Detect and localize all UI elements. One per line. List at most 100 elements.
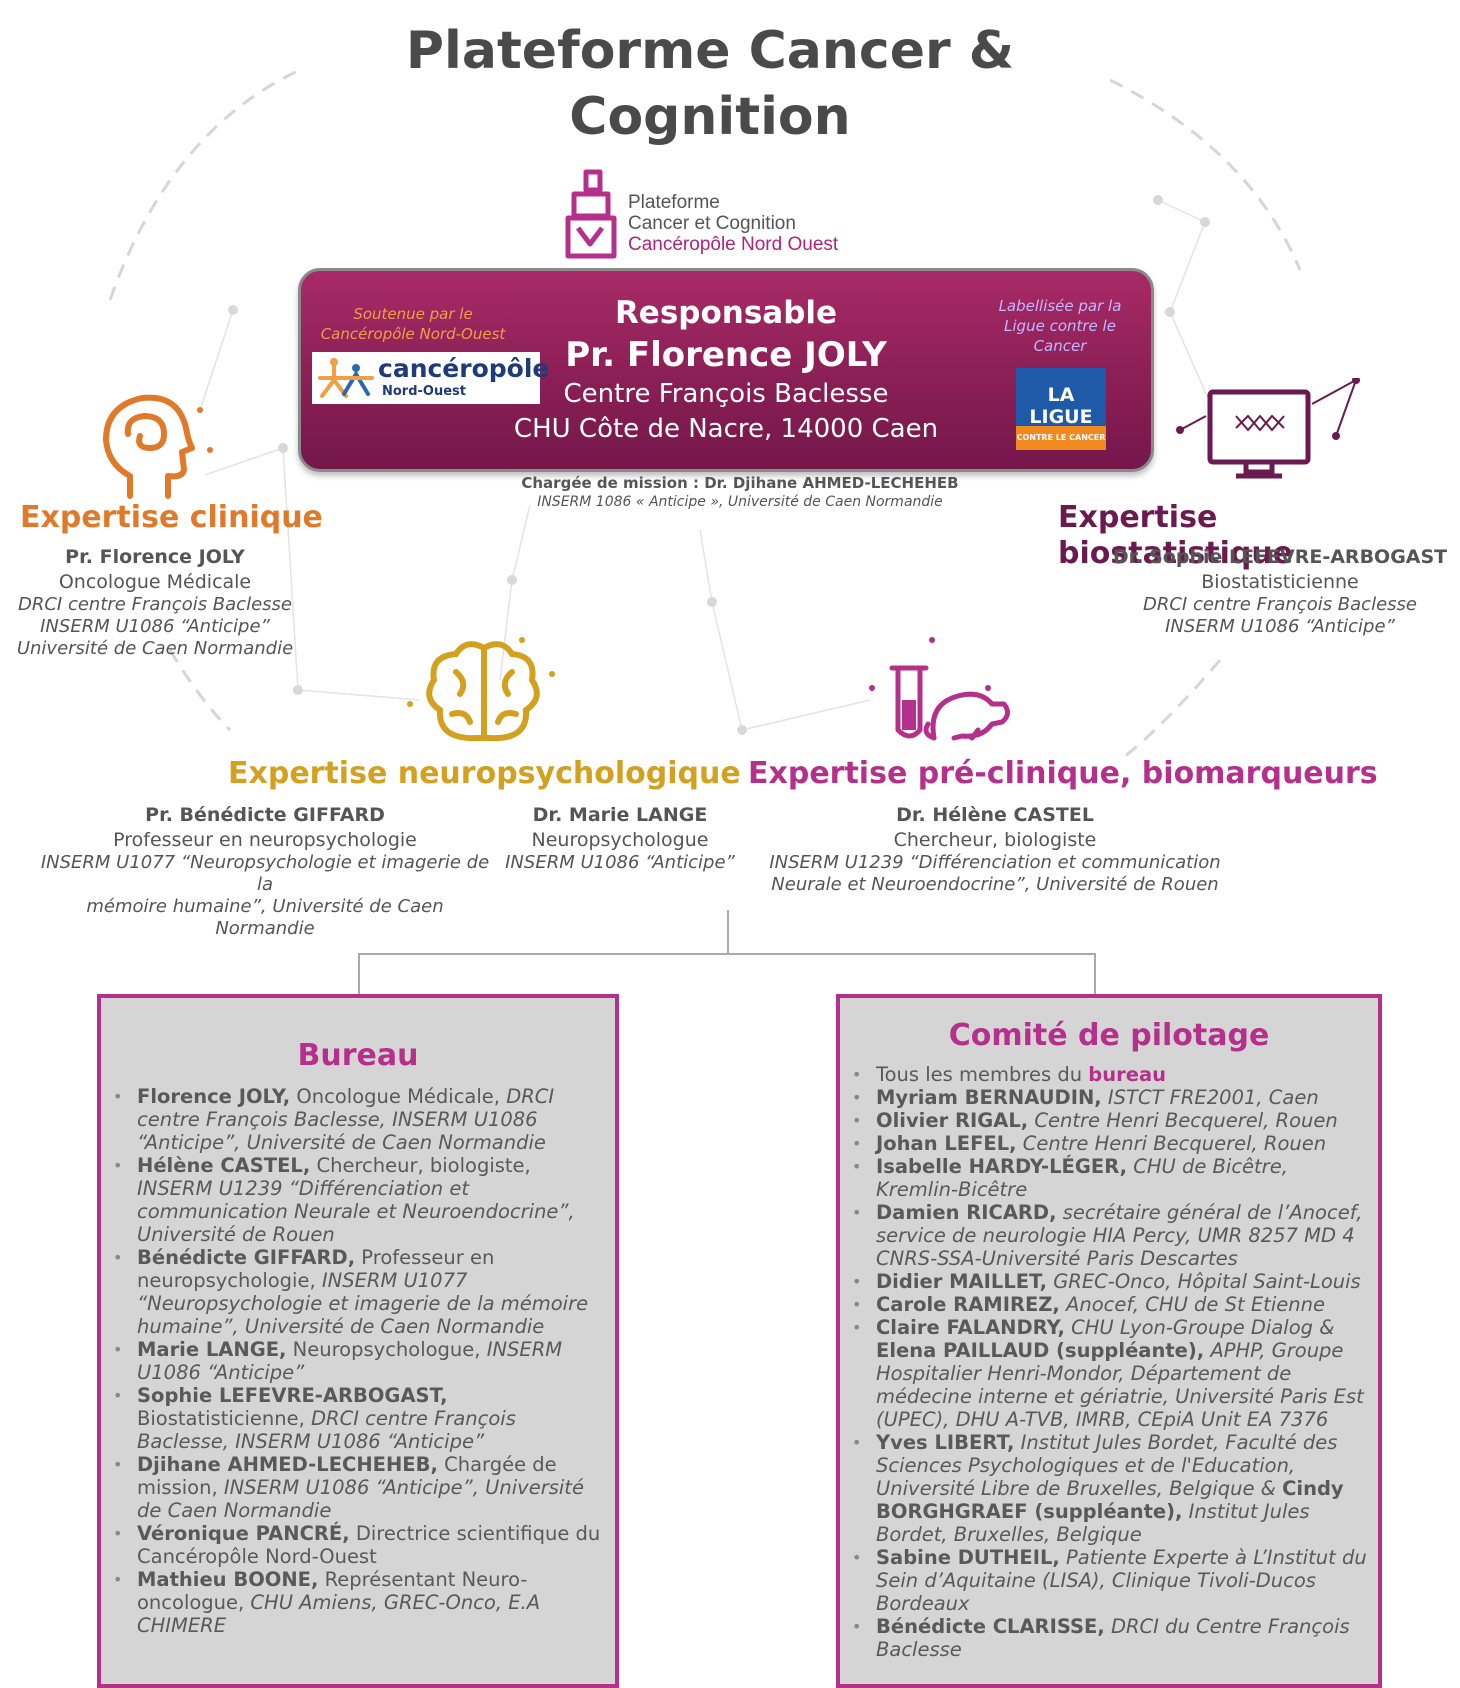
biostat-role: Biostatisticienne: [1201, 571, 1359, 593]
comite-item: Tous les membres du bureau: [840, 1063, 1368, 1086]
soutenue-note: Soutenue par le Cancéropôle Nord-Ouest: [320, 305, 506, 343]
comite-box: Comité de pilotage Tous les membres du b…: [836, 994, 1382, 1688]
member-name: Sabine DUTHEIL,: [876, 1546, 1060, 1569]
member-affiliation: INSERM U1239 “Différenciation et communi…: [137, 1177, 575, 1246]
member-role: Directrice scientifique du Cancéropôle N…: [137, 1522, 601, 1568]
neuro-p1-name: Pr. Bénédicte GIFFARD: [145, 804, 385, 826]
connector-vertical: [727, 910, 729, 954]
member-affiliation: DRCI du Centre François Baclesse: [876, 1615, 1350, 1661]
member-name: Marie LANGE,: [137, 1338, 287, 1361]
member-name: Olivier RIGAL,: [876, 1109, 1029, 1132]
logo-line2: Cancer et Cognition: [628, 213, 796, 234]
banner-heading: Responsable: [614, 295, 838, 331]
comite-item: Sabine DUTHEIL, Patiente Experte à L’Ins…: [840, 1546, 1368, 1615]
clinique-person: Pr. Florence JOLY Oncologue Médicale DRC…: [10, 544, 300, 660]
clinique-aff2: INSERM U1086 “Anticipe”: [40, 616, 270, 637]
member-name: Cindy BORGHGRAEF (suppléante),: [876, 1477, 1344, 1523]
member-name: Yves LIBERT,: [876, 1431, 1015, 1454]
member-role: Chargée de mission,: [137, 1453, 557, 1499]
connector-right: [1094, 953, 1096, 995]
member-affiliation: CHU de Bicêtre, Kremlin-Bicêtre: [876, 1155, 1288, 1201]
preclin-title: Expertise pré-clinique, biomarqueurs: [748, 756, 1378, 791]
member-affiliation: CHU Amiens, GREC-Onco, E.A CHIMERE: [137, 1591, 541, 1637]
comite-item: Carole RAMIREZ, Anocef, CHU de St Etienn…: [840, 1293, 1368, 1316]
labellisee-note: Labellisée par la Ligue contre le Cancer: [998, 297, 1122, 355]
member-affiliation: DRCI centre François Baclesse, INSERM U1…: [137, 1407, 516, 1453]
clinique-aff1: DRCI centre François Baclesse: [18, 594, 292, 615]
bureau-item: Florence JOLY, Oncologue Médicale, DRCI …: [101, 1085, 601, 1154]
bureau-item: Marie LANGE, Neuropsychologue, INSERM U1…: [101, 1338, 601, 1384]
member-role: Chercheur, biologiste,: [310, 1154, 531, 1177]
member-affiliation: CHU Lyon-Groupe Dialog &: [1064, 1316, 1335, 1339]
neuro-p1-role: Professeur en neuropsychologie: [113, 829, 417, 851]
neuro-person1: Pr. Bénédicte GIFFARD Professeur en neur…: [40, 802, 490, 940]
ligue-logo: LA LIGUE CONTRE LE CANCER: [1016, 368, 1106, 450]
body-maze-logo-icon: [565, 169, 617, 259]
biostat-name: Dr. Sophie LEFEVRE-ARBOGAST: [1112, 546, 1448, 568]
bureau-item: Bénédicte GIFFARD, Professeur en neurops…: [101, 1246, 601, 1338]
biostat-aff2: INSERM U1086 “Anticipe”: [1165, 616, 1395, 637]
comite-item: Claire FALANDRY, CHU Lyon-Groupe Dialog …: [840, 1316, 1368, 1431]
bureau-item: Hélène CASTEL, Chercheur, biologiste, IN…: [101, 1154, 601, 1246]
head-brain-icon: [103, 394, 213, 499]
connector-horizontal: [358, 953, 1096, 955]
bureau-item: Djihane AHMED-LECHEHEB, Chargée de missi…: [101, 1453, 601, 1522]
member-affiliation: Institut Jules Bordet, Faculté des Scien…: [876, 1431, 1338, 1500]
biostat-person: Dr. Sophie LEFEVRE-ARBOGAST Biostatistic…: [1110, 544, 1450, 638]
member-affiliation: GREC-Onco, Hôpital Saint-Louis: [1047, 1270, 1361, 1293]
bureau-box: Bureau Florence JOLY, Oncologue Médicale…: [97, 994, 619, 1688]
comite-item: Bénédicte CLARISSE, DRCI du Centre Franç…: [840, 1615, 1368, 1661]
member-affiliation: Centre Henri Becquerel, Rouen: [1028, 1109, 1338, 1132]
member-role: Oncologue Médicale,: [290, 1085, 507, 1108]
people-logo-icon: [318, 358, 374, 398]
neuro-title: Expertise neuropsychologique: [228, 756, 741, 791]
canceropole-logo: cancéropôle Nord-Ouest: [312, 352, 549, 404]
clinique-name: Pr. Florence JOLY: [65, 546, 245, 568]
monitor-network-icon: [1176, 378, 1360, 479]
responsable-banner: Responsable Pr. Florence JOLY Centre Fra…: [298, 268, 1154, 472]
member-name: Johan LEFEL,: [876, 1132, 1017, 1155]
member-affiliation: Institut Jules Bordet, Bruxelles, Belgiq…: [876, 1500, 1310, 1546]
clinique-aff3: Université de Caen Normandie: [16, 638, 294, 659]
neuro-p2-role: Neuropsychologue: [531, 829, 709, 851]
member-affiliation: DRCI centre François Baclesse, INSERM U1…: [137, 1085, 555, 1154]
member-affiliation: INSERM U1086 “Anticipe”: [137, 1338, 563, 1384]
connector-left: [358, 953, 360, 995]
ligue-logo-main: LA LIGUE: [1029, 384, 1093, 428]
member-name: Bénédicte GIFFARD,: [137, 1246, 356, 1269]
member-affiliation: Anocef, CHU de St Etienne: [1059, 1293, 1325, 1316]
preclin-name: Dr. Hélène CASTEL: [896, 804, 1094, 826]
member-name: Didier MAILLET,: [876, 1270, 1047, 1293]
member-affiliation: INSERM U1077 “Neuropsychologie et imager…: [137, 1269, 589, 1338]
brain-icon: [407, 637, 555, 742]
member-name: Myriam BERNAUDIN,: [876, 1086, 1102, 1109]
member-name: Elena PAILLAUD (suppléante),: [876, 1339, 1205, 1362]
mission-line2: INSERM 1086 « Anticipe », Université de …: [537, 494, 943, 510]
member-name: Damien RICARD,: [876, 1201, 1057, 1224]
member-role: Représentant Neuro-oncologue,: [137, 1568, 528, 1614]
neuro-p2-name: Dr. Marie LANGE: [532, 804, 708, 826]
comite-item: Myriam BERNAUDIN, ISTCT FRE2001, Caen: [840, 1086, 1368, 1109]
neuro-person2: Dr. Marie LANGE Neuropsychologue INSERM …: [500, 802, 740, 874]
clinique-title: Expertise clinique: [20, 500, 323, 535]
comite-list: Tous les membres du bureau Myriam BERNAU…: [840, 1063, 1378, 1661]
logo-line1: Plateforme: [628, 192, 720, 213]
member-affiliation: INSERM U1086 “Anticipe”, Université de C…: [137, 1476, 584, 1522]
comite-item: Didier MAILLET, GREC-Onco, Hôpital Saint…: [840, 1270, 1368, 1293]
member-name: Carole RAMIREZ,: [876, 1293, 1060, 1316]
page-title: Plateforme Cancer & Cognition: [405, 21, 1015, 147]
member-name: Véronique PANCRÉ,: [137, 1522, 350, 1545]
member-role: Biostatisticienne,: [137, 1407, 312, 1430]
clinique-role: Oncologue Médicale: [58, 571, 252, 593]
member-role: Neuropsychologue,: [286, 1338, 487, 1361]
bureau-item: Mathieu BOONE, Représentant Neuro-oncolo…: [101, 1568, 601, 1637]
bureau-item: Sophie LEFEVRE-ARBOGAST, Biostatisticien…: [101, 1384, 601, 1453]
member-name: Djihane AHMED-LECHEHEB,: [137, 1453, 438, 1476]
biostat-aff1: DRCI centre François Baclesse: [1143, 594, 1417, 615]
preclin-aff1: INSERM U1239 “Différenciation et communi…: [769, 852, 1221, 873]
member-affiliation: secrétaire général de l’Anocef, service …: [876, 1201, 1363, 1270]
ligue-logo-sub: CONTRE LE CANCER: [1016, 426, 1106, 450]
member-name: Bénédicte CLARISSE,: [876, 1615, 1105, 1638]
comite-item: Johan LEFEL, Centre Henri Becquerel, Rou…: [840, 1132, 1368, 1155]
